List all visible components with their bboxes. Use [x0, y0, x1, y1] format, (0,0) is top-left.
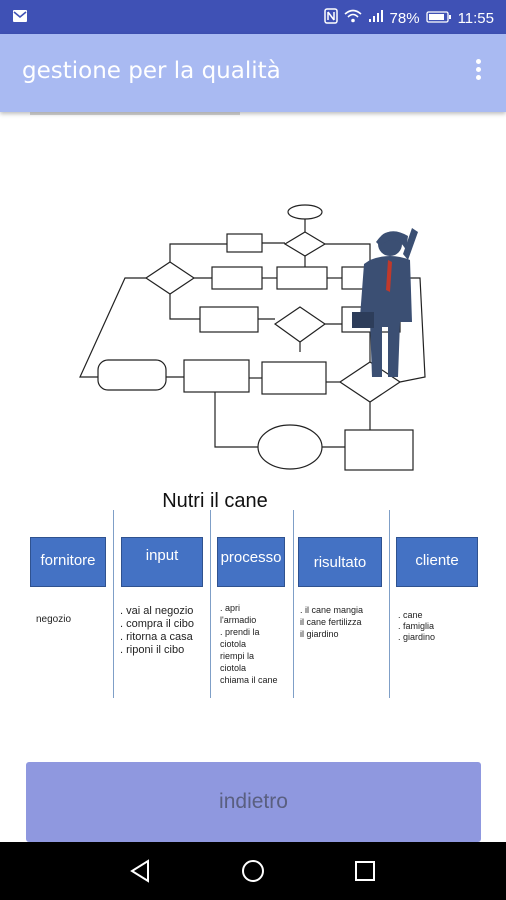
list-item: il giardino — [300, 629, 339, 639]
recents-icon[interactable] — [350, 856, 380, 886]
column-divider — [210, 510, 211, 698]
column-header-input: input — [121, 537, 203, 587]
list-item: . cane — [398, 610, 423, 620]
list-item: ciotola — [220, 639, 247, 649]
home-icon[interactable] — [238, 856, 268, 886]
list-item: ciotola — [220, 663, 247, 673]
column-header-fornitore: fornitore — [30, 537, 106, 587]
app-bar: gestione per la qualità — [0, 34, 506, 112]
list-item: . famiglia — [398, 621, 435, 631]
nfc-icon — [323, 8, 338, 28]
back-button[interactable]: indietro — [26, 762, 481, 842]
wifi-icon — [344, 9, 362, 27]
column-divider — [113, 510, 114, 698]
businessman-figure — [352, 228, 418, 377]
flowchart-illustration — [79, 204, 426, 471]
list-item: . riponi il cibo — [120, 644, 185, 656]
column-items-processo: . apri l'armadio . prendi la ciotola rie… — [220, 602, 278, 686]
list-item: il cane fertilizza — [300, 617, 362, 627]
column-items-fornitore: negozio — [36, 614, 71, 626]
column-header-risultato: risultato — [298, 537, 382, 587]
navigation-bar — [0, 842, 506, 900]
list-item: . vai al negozio — [120, 605, 194, 617]
list-item: . giardino — [398, 632, 436, 642]
battery-percent: 78% — [389, 9, 420, 27]
back-icon[interactable] — [126, 856, 156, 886]
clock: 11:55 — [457, 9, 494, 27]
list-item: . apri — [220, 603, 241, 613]
app-title: gestione per la qualità — [22, 58, 281, 84]
list-item: negozio — [36, 614, 72, 625]
column-divider — [389, 510, 390, 698]
list-item: riempi la — [220, 651, 255, 661]
overflow-menu-icon[interactable] — [468, 56, 488, 92]
content-area: Nutri il cane fornitore input processo r… — [0, 112, 506, 842]
battery-icon — [425, 10, 452, 27]
list-item: . ritorna a casa — [120, 631, 193, 643]
column-divider — [293, 510, 294, 698]
column-header-processo: processo — [217, 537, 285, 587]
column-header-cliente: cliente — [396, 537, 478, 587]
diagram-title: Nutri il cane — [162, 490, 268, 512]
list-item: . prendi la — [220, 627, 260, 637]
status-bar: 78% 11:55 — [0, 0, 506, 34]
email-icon — [12, 9, 28, 27]
column-items-cliente: . cane . famiglia . giardino — [398, 610, 435, 643]
list-item: . il cane mangia — [300, 605, 364, 615]
list-item: . compra il cibo — [120, 618, 194, 630]
cropped-text-fragment — [30, 112, 240, 115]
status-icons: 78% 11:55 — [323, 8, 494, 28]
list-item: l'armadio — [220, 615, 257, 625]
column-items-input: . vai al negozio . compra il cibo . rito… — [120, 605, 194, 657]
column-items-risultato: . il cane mangia il cane fertilizza il g… — [300, 604, 363, 640]
list-item: chiama il cane — [220, 675, 278, 685]
signal-icon — [368, 9, 384, 27]
